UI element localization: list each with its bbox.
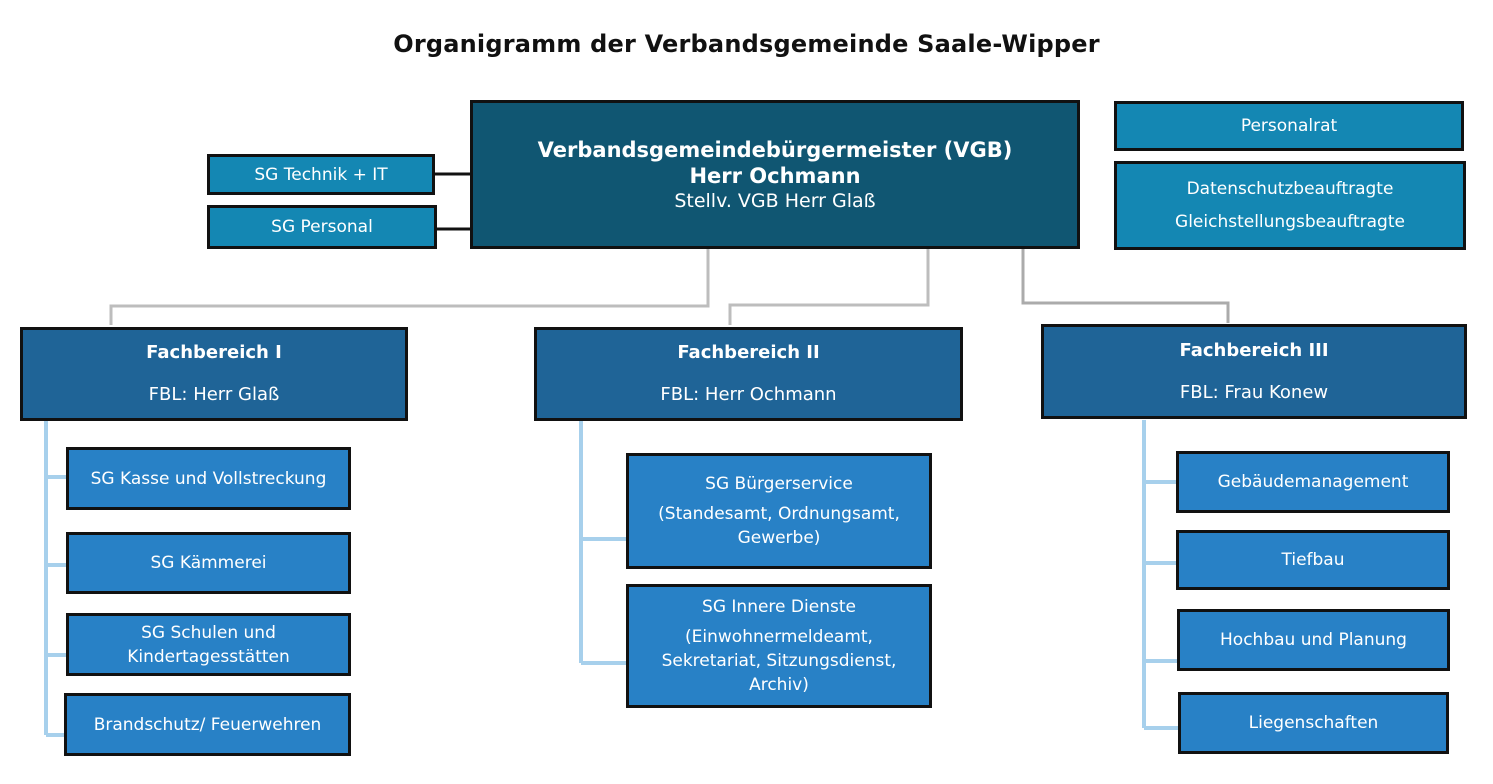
unit-label: Kindertagesstätten bbox=[127, 646, 290, 667]
unit-label: (Einwohnermeldeamt, bbox=[685, 627, 873, 647]
unit-label: SG Bürgerservice bbox=[705, 474, 853, 494]
department-fb2: Fachbereich II FBL: Herr Ochmann bbox=[534, 327, 963, 421]
department-head: FBL: Herr Ochmann bbox=[660, 384, 837, 405]
unit-label: SG Kasse und Vollstreckung bbox=[90, 468, 327, 489]
department-name: Fachbereich III bbox=[1179, 339, 1329, 361]
department-name: Fachbereich I bbox=[146, 342, 282, 363]
unit-box: SG Schulen und Kindertagesstätten bbox=[66, 613, 351, 676]
personalrat-label: Personalrat bbox=[1240, 116, 1338, 136]
unit-box: Gebäudemanagement bbox=[1176, 451, 1450, 513]
officer-label: Gleichstellungsbeauftragte bbox=[1175, 211, 1405, 232]
unit-box: SG Bürgerservice (Standesamt, Ordnungsam… bbox=[626, 453, 932, 569]
unit-box: Tiefbau bbox=[1176, 530, 1450, 590]
unit-box: Hochbau und Planung bbox=[1177, 609, 1450, 671]
department-fb3: Fachbereich III FBL: Frau Konew bbox=[1041, 324, 1467, 419]
department-name: Fachbereich II bbox=[677, 342, 820, 363]
connector-fb2 bbox=[728, 248, 930, 325]
unit-label: Gebäudemanagement bbox=[1217, 472, 1409, 492]
officer-label: Datenschutzbeauftragte bbox=[1186, 178, 1394, 199]
connector-fb3 bbox=[1021, 248, 1230, 323]
leadership-name: Herr Ochmann bbox=[689, 163, 861, 188]
unit-label: Tiefbau bbox=[1281, 550, 1345, 570]
unit-label: Hochbau und Planung bbox=[1220, 630, 1407, 650]
unit-box: Liegenschaften bbox=[1178, 692, 1449, 754]
connector-fb1 bbox=[109, 248, 710, 325]
staff-label: SG Personal bbox=[271, 217, 373, 237]
department-fb1: Fachbereich I FBL: Herr Glaß bbox=[20, 327, 408, 421]
page-title: Organigramm der Verbandsgemeinde Saale-W… bbox=[393, 30, 1100, 58]
personalrat-box: Personalrat bbox=[1114, 101, 1464, 151]
officers-box: Datenschutzbeauftragte Gleichstellungsbe… bbox=[1114, 161, 1466, 250]
unit-box: SG Innere Dienste (Einwohnermeldeamt, Se… bbox=[626, 584, 932, 708]
unit-box: SG Kämmerei bbox=[66, 532, 351, 594]
staff-label: SG Technik + IT bbox=[254, 164, 388, 185]
department-head: FBL: Herr Glaß bbox=[148, 384, 280, 405]
leadership-deputy: Stellv. VGB Herr Glaß bbox=[674, 189, 876, 212]
unit-label: Brandschutz/ Feuerwehren bbox=[93, 714, 322, 735]
unit-label: Sekretariat, Sitzungsdienst, bbox=[661, 651, 897, 671]
unit-label: SG Innere Dienste bbox=[702, 597, 856, 617]
staff-technik-it: SG Technik + IT bbox=[207, 154, 435, 195]
department-head: FBL: Frau Konew bbox=[1179, 381, 1329, 403]
leadership-title: Verbandsgemeindebürgermeister (VGB) bbox=[537, 137, 1013, 162]
unit-box: Brandschutz/ Feuerwehren bbox=[64, 693, 351, 756]
unit-label: SG Kämmerei bbox=[150, 553, 267, 573]
unit-label: Gewerbe) bbox=[737, 528, 821, 548]
unit-label: SG Schulen und bbox=[141, 622, 276, 643]
leadership-box: Verbandsgemeindebürgermeister (VGB) Herr… bbox=[470, 100, 1080, 249]
unit-label: Liegenschaften bbox=[1248, 713, 1379, 733]
staff-personal: SG Personal bbox=[207, 205, 437, 249]
unit-label: (Standesamt, Ordnungsamt, bbox=[658, 504, 900, 524]
unit-box: SG Kasse und Vollstreckung bbox=[66, 447, 351, 510]
unit-label: Archiv) bbox=[749, 675, 809, 695]
